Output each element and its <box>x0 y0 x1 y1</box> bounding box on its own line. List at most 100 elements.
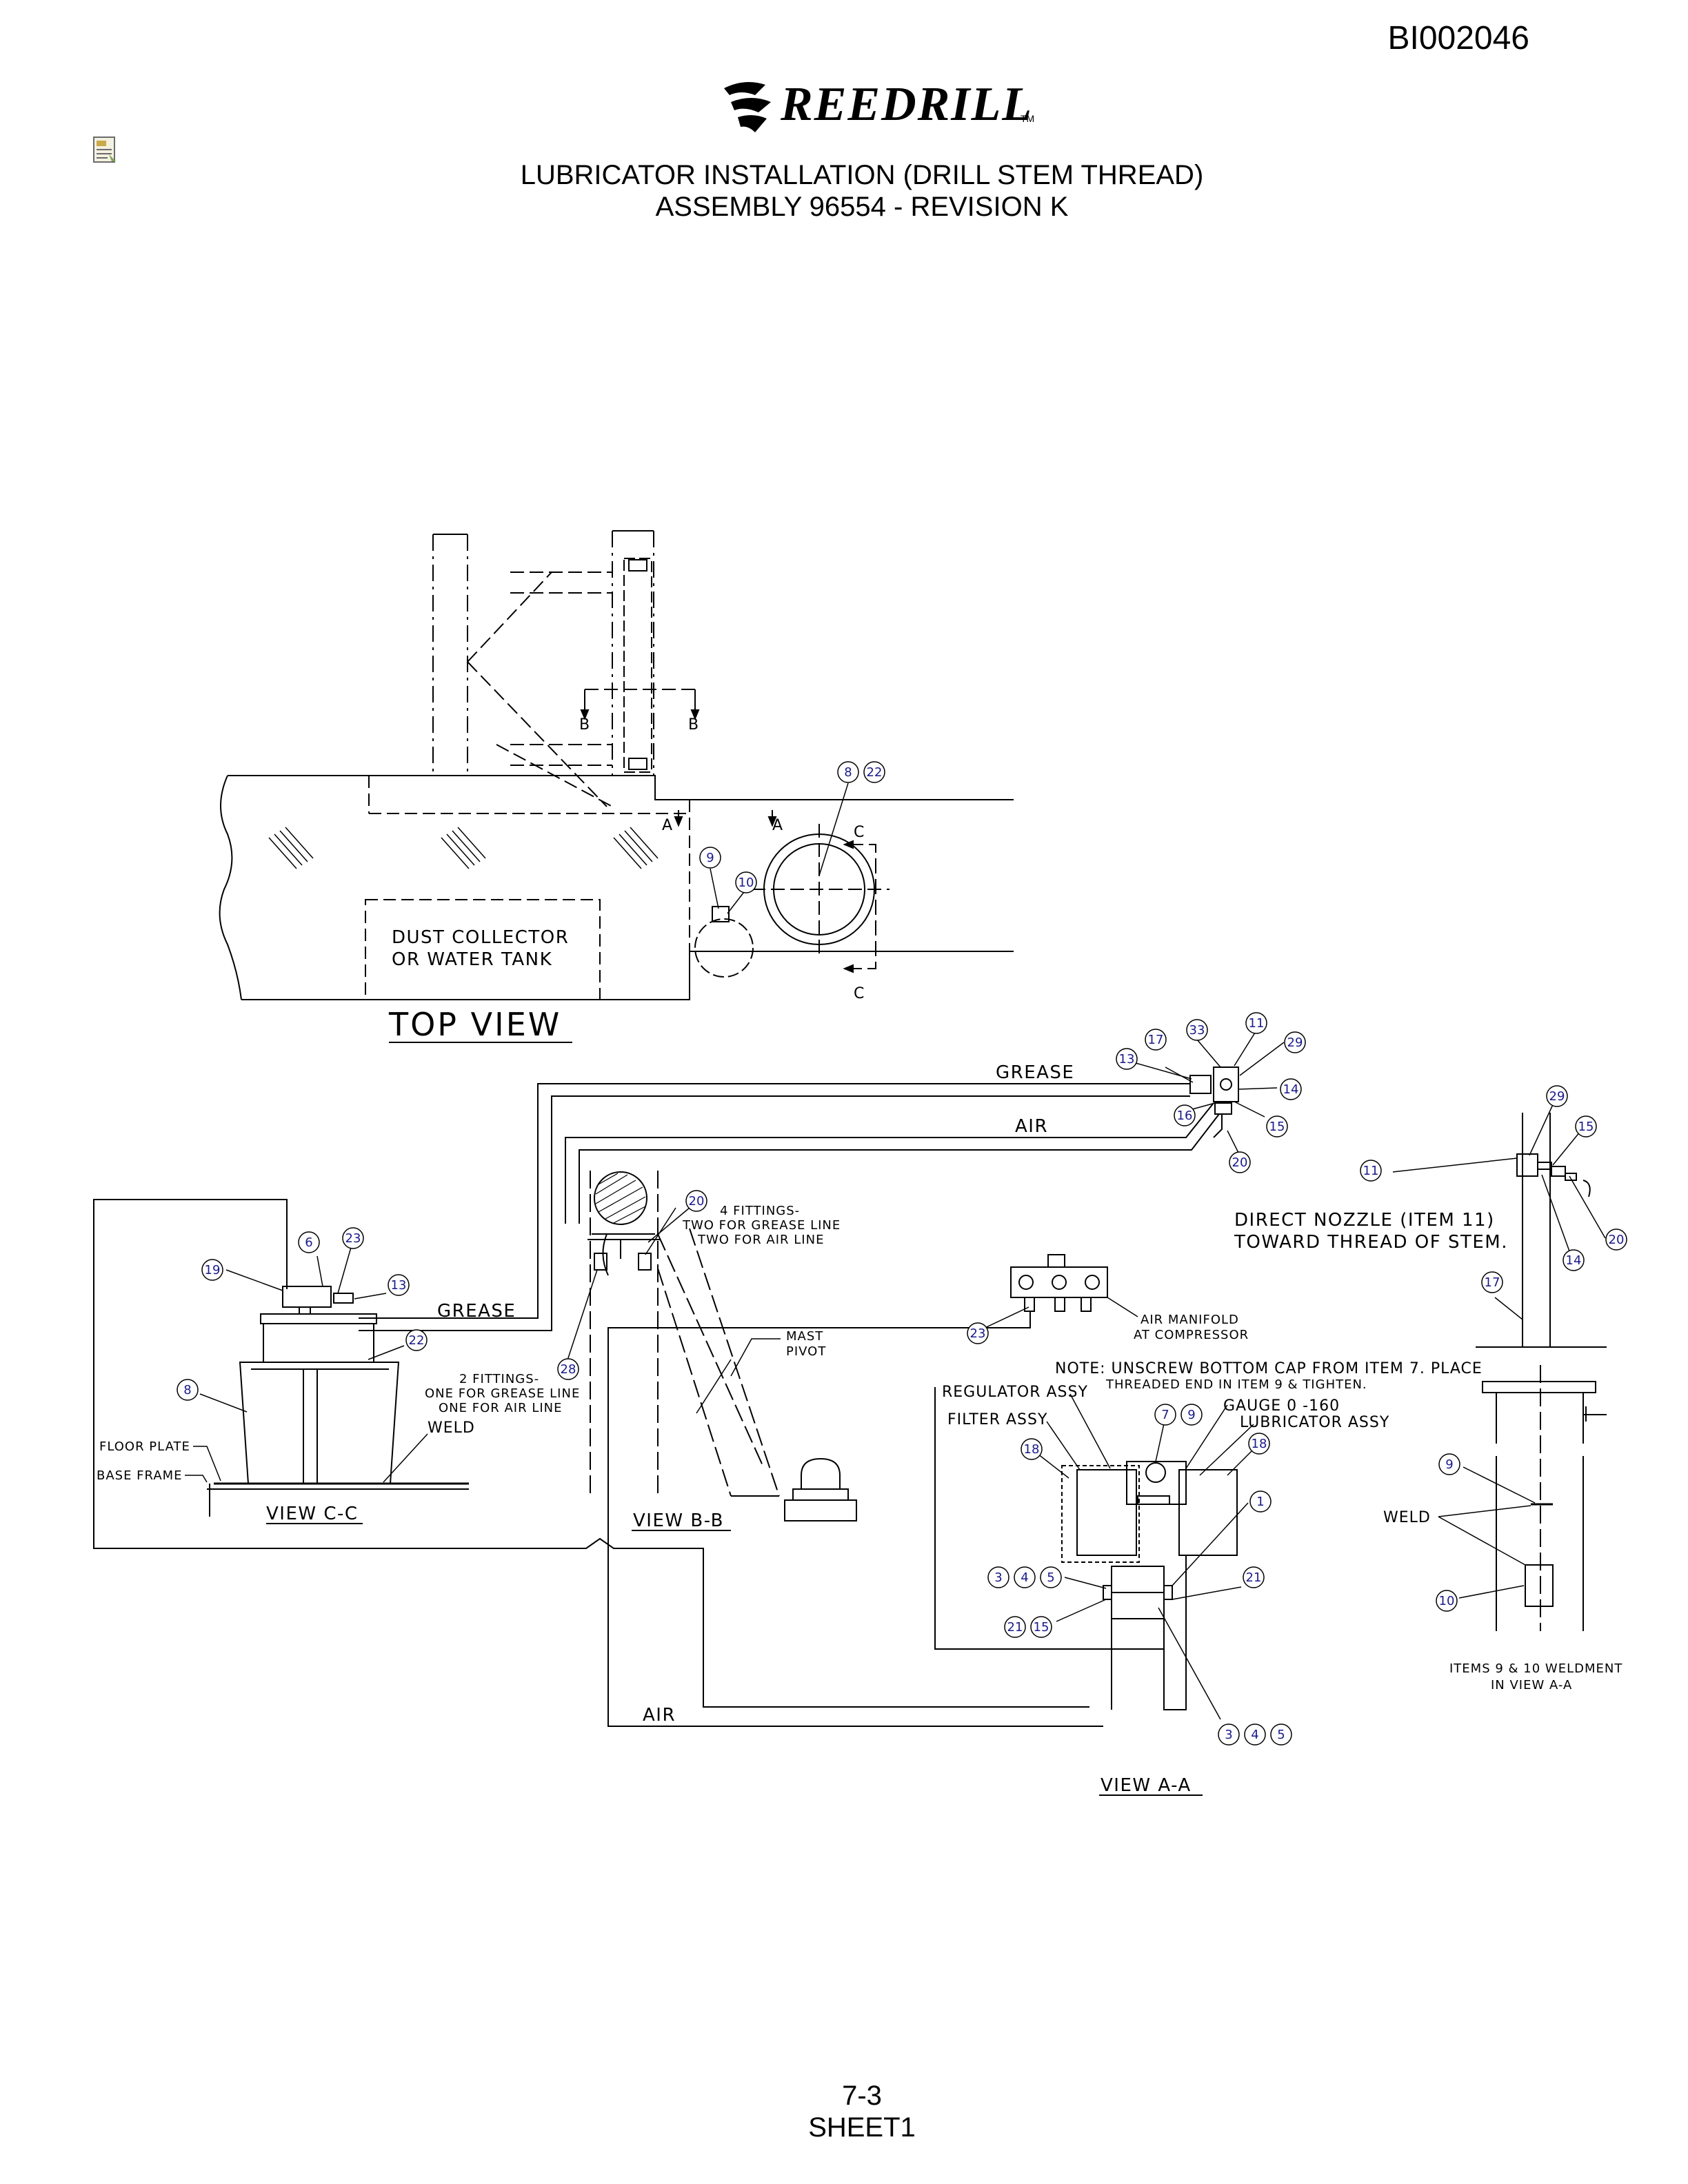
item-bubble: 5 <box>1270 1723 1292 1746</box>
svg-text:9: 9 <box>1445 1457 1453 1472</box>
section-b-left: B <box>579 716 590 734</box>
air-manifold-label: AIR MANIFOLD <box>1141 1313 1239 1327</box>
svg-text:23: 23 <box>345 1231 361 1246</box>
air-manifold <box>607 1254 1138 1727</box>
item-bubble: 9 <box>1180 1404 1203 1426</box>
svg-text:21: 21 <box>1246 1570 1262 1585</box>
note-line2: THREADED END IN ITEM 9 & TIGHTEN. <box>1105 1377 1367 1392</box>
svg-text:18: 18 <box>1024 1442 1040 1457</box>
svg-text:22: 22 <box>867 765 883 780</box>
item-bubble: 18 <box>1021 1438 1043 1460</box>
view-b-b <box>565 1171 857 1531</box>
item-bubble: 1 <box>1249 1490 1272 1513</box>
item-bubble: 3 <box>987 1566 1009 1588</box>
diagram-labels: B B A A C C DUST COLLECTOR OR WATER TANK… <box>97 716 1622 1796</box>
svg-text:9: 9 <box>706 851 714 865</box>
item-bubble: 14 <box>1280 1078 1302 1100</box>
direct-nozzle-label: DIRECT NOZZLE (ITEM 11) <box>1234 1210 1495 1231</box>
sheet-label: SHEET1 <box>808 2112 916 2143</box>
svg-text:8: 8 <box>844 765 852 780</box>
document-id: BI002046 <box>1387 20 1529 57</box>
item-bubble: 3 <box>1218 1723 1240 1746</box>
weldment-note-line1: ITEMS 9 & 10 WELDMENT <box>1449 1661 1622 1676</box>
air-line-label: AIR <box>1015 1116 1048 1137</box>
item-bubble: 15 <box>1575 1115 1597 1138</box>
toward-thread-label: TOWARD THREAD OF STEM. <box>1234 1232 1508 1253</box>
svg-text:29: 29 <box>1287 1035 1303 1050</box>
item-bubble: 8 <box>177 1379 199 1401</box>
grease-line-label: GREASE <box>996 1062 1074 1083</box>
gauge-label: GAUGE 0 -160 <box>1223 1397 1340 1415</box>
svg-text:14: 14 <box>1283 1082 1299 1097</box>
item-bubble: 20 <box>685 1190 707 1212</box>
item-bubble: 13 <box>388 1274 410 1296</box>
item-bubble: 23 <box>967 1322 989 1344</box>
svg-text:4: 4 <box>1021 1570 1028 1585</box>
item-bubble: 17 <box>1145 1029 1167 1051</box>
four-fittings-label: 4 FITTINGS- <box>720 1204 800 1218</box>
svg-text:13: 13 <box>1119 1052 1135 1066</box>
water-tank-label: OR WATER TANK <box>392 949 552 970</box>
svg-text:20: 20 <box>1609 1233 1625 1247</box>
item-bubble: 10 <box>735 871 757 893</box>
item-bubble: 9 <box>1438 1453 1460 1475</box>
filter-assy-label: FILTER ASSY <box>947 1411 1047 1428</box>
section-b-right: B <box>688 716 699 734</box>
weld-label-cc: WELD <box>428 1419 475 1437</box>
svg-text:11: 11 <box>1249 1016 1265 1031</box>
view-c-c-title: VIEW C-C <box>266 1504 359 1524</box>
lubricator-assembly <box>934 1387 1258 1796</box>
svg-text:1: 1 <box>1256 1495 1264 1509</box>
svg-text:5: 5 <box>1277 1728 1285 1742</box>
item-bubble: 29 <box>1284 1031 1306 1053</box>
svg-text:29: 29 <box>1549 1089 1565 1104</box>
item-bubble: 19 <box>201 1259 223 1281</box>
assembly-revision: ASSEMBLY 96554 - REVISION K <box>655 192 1069 222</box>
item-bubble: 15 <box>1266 1115 1288 1138</box>
section-a-left: A <box>662 817 673 834</box>
view-b-b-title: VIEW B-B <box>633 1510 724 1531</box>
item-bubble: 6 <box>298 1231 320 1253</box>
item-bubble: 20 <box>1605 1228 1627 1251</box>
pivot-label: PIVOT <box>786 1344 826 1359</box>
item-bubble: 22 <box>863 761 885 783</box>
drawing-title: LUBRICATOR INSTALLATION (DRILL STEM THRE… <box>520 160 1204 190</box>
svg-text:5: 5 <box>1047 1570 1054 1585</box>
item-bubble: 18 <box>1248 1433 1270 1455</box>
item-bubble: 13 <box>1116 1048 1138 1070</box>
svg-text:9: 9 <box>1187 1408 1195 1422</box>
two-fittings-air: ONE FOR AIR LINE <box>439 1401 563 1415</box>
svg-text:28: 28 <box>561 1362 576 1377</box>
mast-label: MAST <box>786 1329 823 1344</box>
air-line-bottom-label: AIR <box>643 1705 676 1726</box>
item-bubble: 16 <box>1174 1104 1196 1126</box>
floor-plate-label: FLOOR PLATE <box>99 1439 190 1454</box>
item-bubble: 4 <box>1014 1566 1036 1588</box>
svg-text:21: 21 <box>1007 1620 1023 1635</box>
base-frame-label: BASE FRAME <box>97 1468 183 1483</box>
item-bubble: 17 <box>1481 1271 1503 1293</box>
item-bubble: 29 <box>1546 1085 1568 1107</box>
grease-line-left-label: GREASE <box>437 1301 516 1322</box>
svg-text:20: 20 <box>1232 1155 1248 1170</box>
svg-text:17: 17 <box>1485 1275 1500 1290</box>
item-bubble: 23 <box>342 1227 364 1249</box>
item-bubble: 7 <box>1154 1404 1176 1426</box>
two-fittings-label: 2 FITTINGS- <box>459 1372 539 1386</box>
four-fittings-grease: TWO FOR GREASE LINE <box>682 1218 841 1233</box>
piping-top <box>537 1083 1220 1317</box>
item-bubble: 11 <box>1245 1012 1267 1034</box>
regulator-assy-label: REGULATOR ASSY <box>942 1384 1088 1401</box>
item-bubble: 5 <box>1040 1566 1062 1588</box>
svg-text:20: 20 <box>689 1194 705 1209</box>
top-view-title: TOP VIEW <box>388 1006 561 1043</box>
document-note-icon[interactable] <box>91 135 119 164</box>
section-c-bottom: C <box>854 985 865 1002</box>
four-fittings-air: TWO FOR AIR LINE <box>697 1233 824 1247</box>
svg-text:10: 10 <box>738 876 754 890</box>
item-bubble: 28 <box>557 1358 579 1380</box>
reedrill-logo-icon <box>724 82 771 132</box>
item-bubble: 10 <box>1436 1590 1458 1612</box>
item-bubble: 20 <box>1229 1151 1251 1173</box>
at-compressor-label: AT COMPRESSOR <box>1134 1328 1249 1342</box>
